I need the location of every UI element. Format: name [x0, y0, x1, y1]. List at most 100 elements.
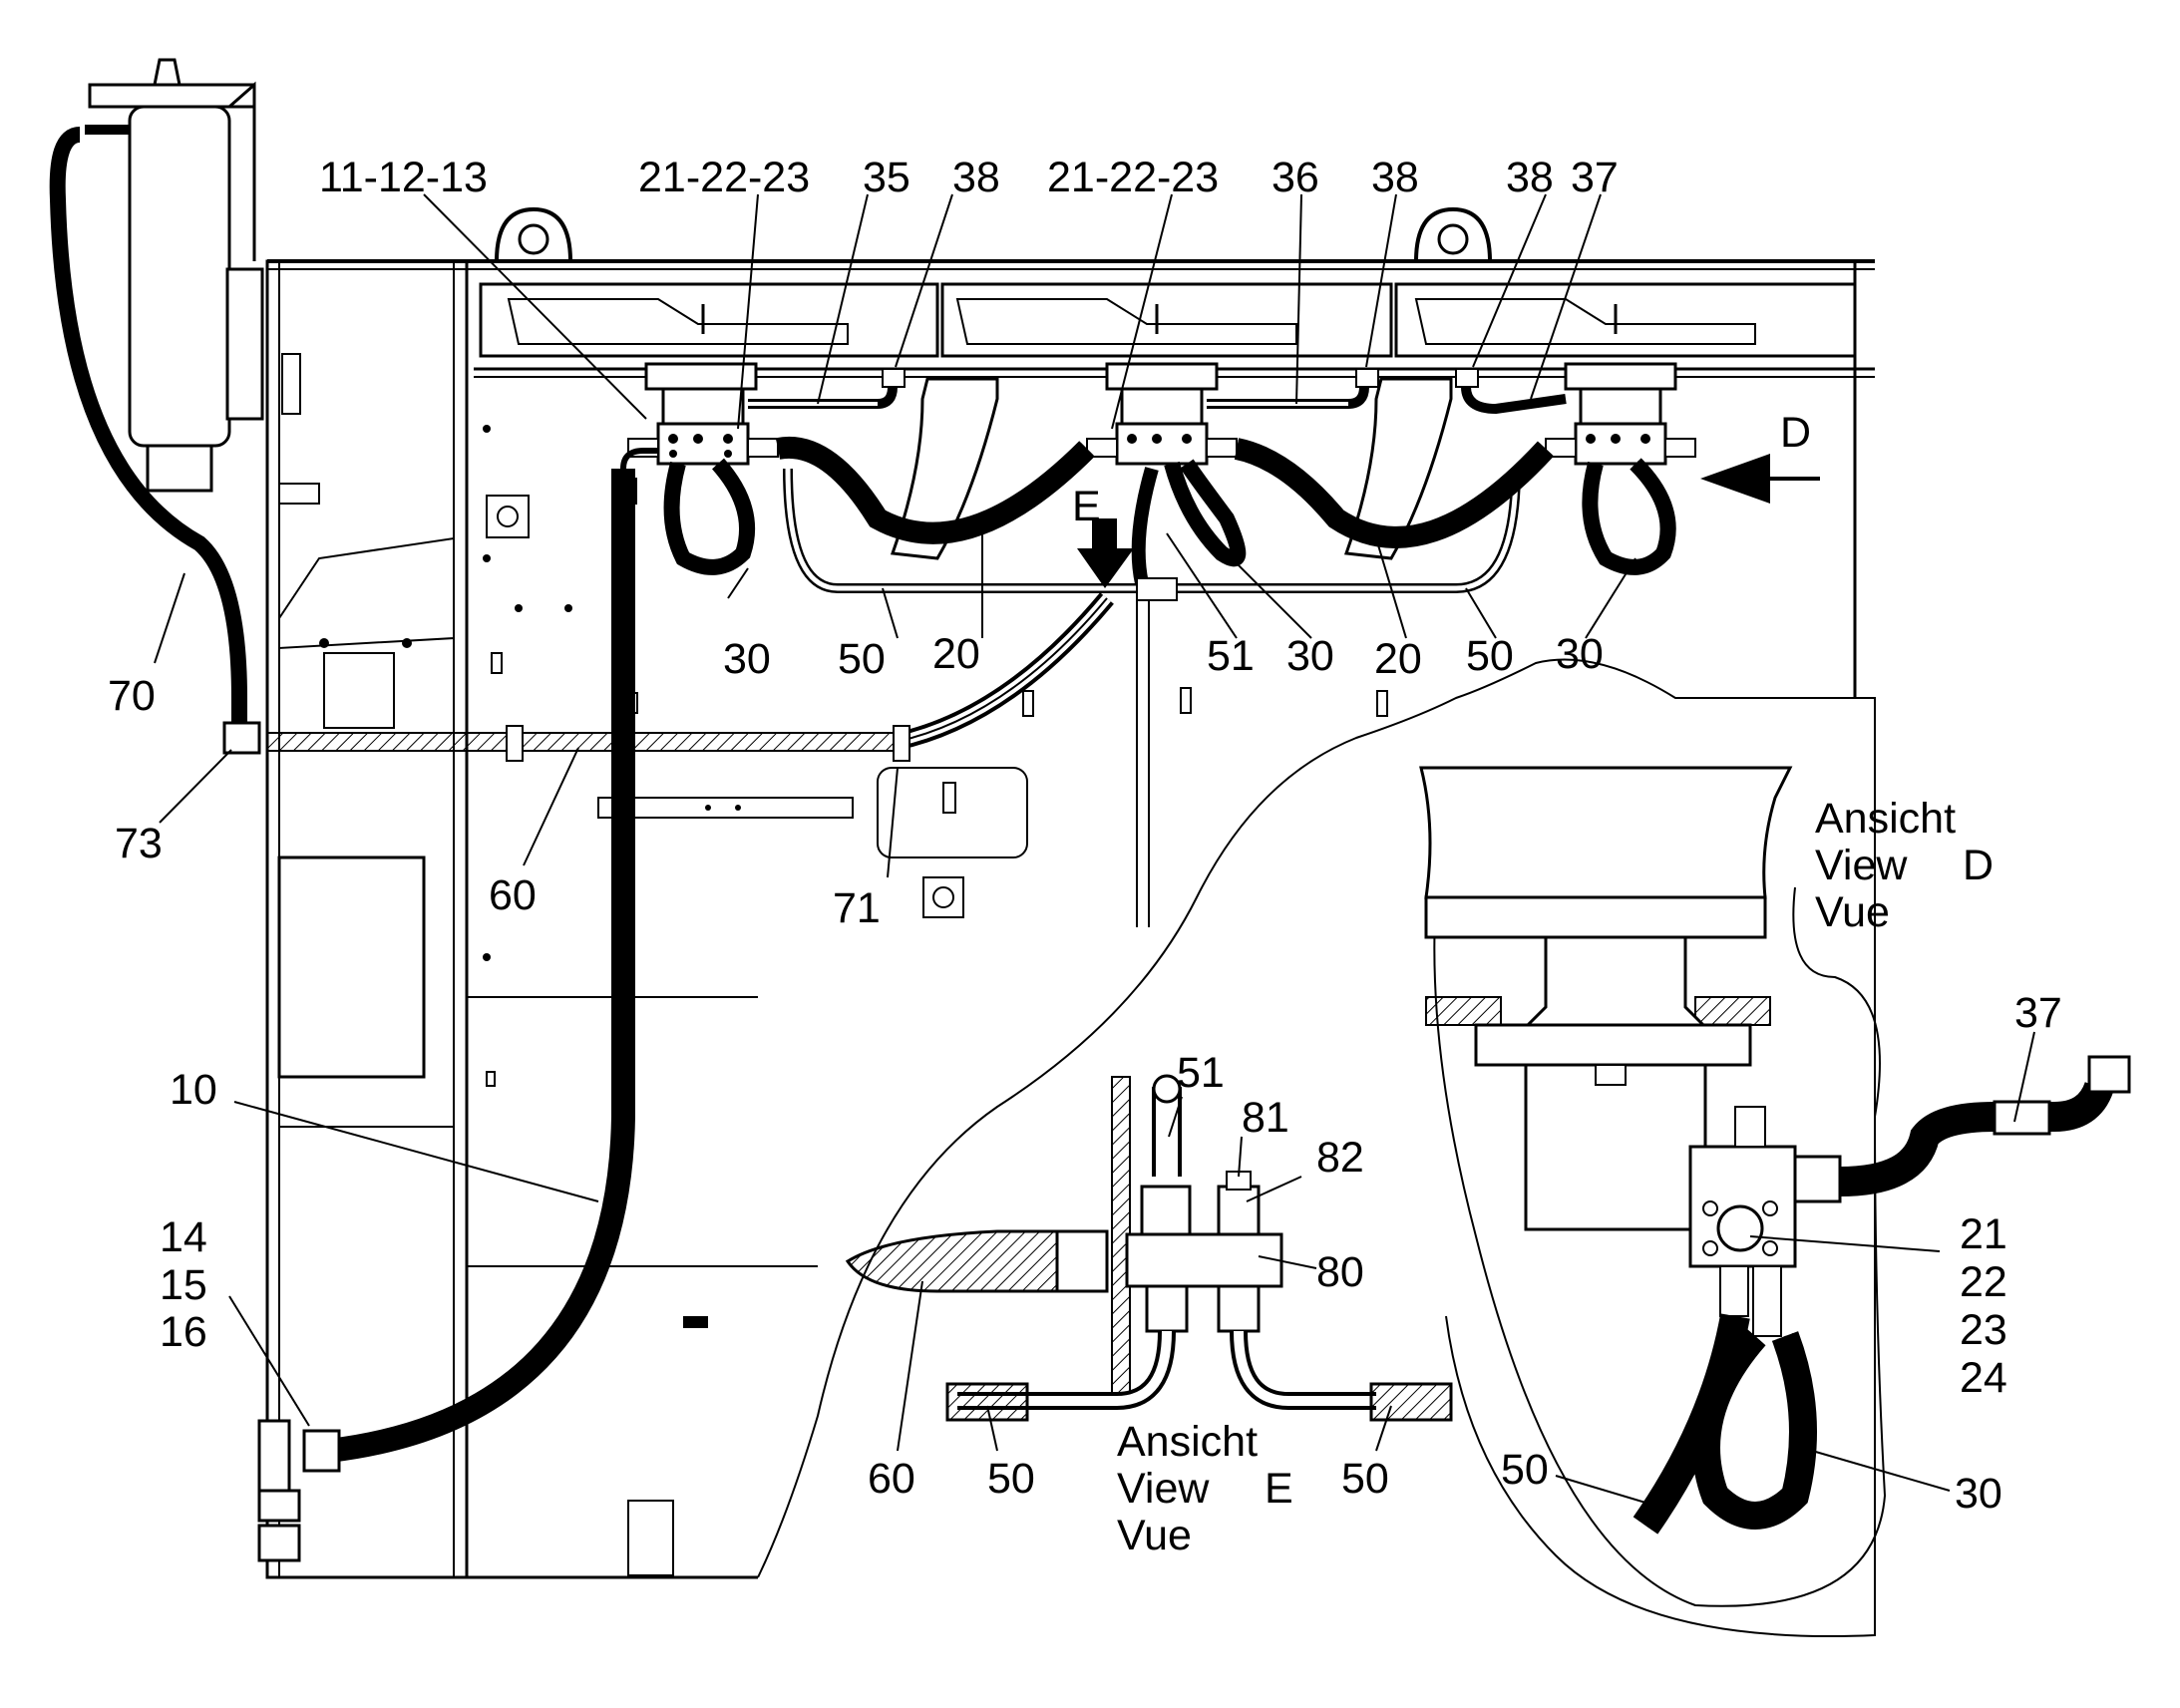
fitting-e-bottom-right — [1217, 1284, 1261, 1333]
fan-blade — [507, 298, 849, 345]
label-70: 70 — [108, 672, 156, 720]
hose-35 — [748, 386, 898, 409]
motor-base-d — [1474, 1023, 1752, 1067]
lifting-eye-hole — [1437, 223, 1469, 255]
label-21-22-23-b: 21-22-23 — [1047, 154, 1219, 201]
tank-cap — [153, 58, 182, 87]
leader-lines — [154, 193, 2035, 1507]
bottom-fitting-d — [1752, 1265, 1782, 1337]
label-11-12-13: 11-12-13 — [319, 154, 488, 201]
tank-bracket — [228, 81, 256, 261]
motor-flange — [644, 362, 758, 391]
label-50-e2: 50 — [1341, 1455, 1389, 1503]
view-e-detail — [845, 1074, 1453, 1422]
hose-50-e-right-body — [1369, 1382, 1453, 1422]
fan-shroud — [940, 282, 1393, 358]
left-frame-rail — [265, 259, 469, 1579]
hose-36 — [1207, 386, 1369, 409]
label-35: 35 — [863, 154, 910, 201]
lifting-eye — [1414, 206, 1492, 262]
label-81: 81 — [1242, 1094, 1289, 1142]
label-d-arrow: D — [1780, 409, 1811, 457]
duct-elbow — [1343, 377, 1453, 560]
hose-clamp — [506, 725, 524, 762]
label-10: 10 — [170, 1066, 217, 1114]
label-51-e: 51 — [1177, 1049, 1225, 1097]
motor-valve-block — [1574, 422, 1667, 466]
tank-bottom — [146, 444, 213, 493]
label-73: 73 — [115, 820, 163, 867]
fan-shroud — [1394, 282, 1857, 358]
label-23-d: 23 — [1960, 1306, 2007, 1354]
label-50-e1: 50 — [987, 1455, 1035, 1503]
view-e-line1: Ansicht — [1117, 1418, 1258, 1466]
tank-mount — [88, 83, 256, 109]
label-80: 80 — [1316, 1248, 1364, 1296]
frame-bracket — [597, 797, 854, 819]
valve-80-small — [1136, 577, 1178, 601]
motor-body — [1579, 387, 1662, 431]
label-e-arrow: E — [1072, 483, 1101, 530]
label-50-a: 50 — [838, 635, 886, 683]
fitting-e-bottom-left — [1145, 1284, 1189, 1333]
label-30-b: 30 — [1286, 632, 1334, 680]
frame-slot — [922, 876, 964, 918]
mount-plate-d — [1424, 895, 1767, 939]
label-60-top: 60 — [489, 871, 537, 919]
view-d-line1: Ansicht — [1815, 795, 1956, 843]
bottom-fitting — [302, 1429, 341, 1473]
frame-slot-hole — [932, 886, 954, 908]
cutaway-boundary — [757, 658, 1876, 1637]
label-24-d: 24 — [1960, 1354, 2007, 1402]
fan-shroud — [479, 282, 939, 358]
hose-30 — [1164, 459, 1247, 567]
detail-d-outline — [1433, 768, 1887, 1607]
frame-holes — [319, 425, 741, 961]
fan-housing — [479, 206, 1857, 358]
motor-flange — [1564, 362, 1677, 391]
label-38-c: 38 — [1506, 154, 1554, 201]
label-16: 16 — [160, 1308, 207, 1356]
label-51-top: 51 — [1207, 632, 1255, 680]
motor-valve-block — [656, 422, 750, 466]
view-e-letter: E — [1265, 1465, 1293, 1513]
view-d-letter: D — [1963, 842, 1994, 889]
bottom-fitting — [257, 1489, 301, 1523]
side-fitting-d — [1793, 1155, 1842, 1203]
fan-blade — [955, 298, 1297, 345]
tank-outlet-fitting — [222, 721, 261, 755]
fan-blade — [1414, 298, 1756, 345]
tank-body — [128, 105, 231, 448]
frame-slot-hole — [497, 506, 519, 527]
motor-hub-d — [1522, 935, 1709, 1029]
mount-hatch-r — [1694, 996, 1771, 1026]
valve-port-d — [1716, 1204, 1764, 1252]
lifting-eye-hole — [518, 223, 549, 255]
label-36: 36 — [1272, 154, 1319, 201]
label-30-c: 30 — [1556, 630, 1604, 678]
label-20-a: 20 — [932, 630, 980, 678]
label-82: 82 — [1316, 1134, 1364, 1182]
hose-10-top — [620, 448, 658, 470]
hose-crimp-d — [1993, 1100, 2051, 1136]
label-15: 15 — [160, 1261, 207, 1309]
frame-panel — [279, 1126, 455, 1577]
view-e-title: Ansicht View E Vue — [1117, 1418, 1293, 1559]
view-d-line2: View — [1815, 842, 1908, 889]
fitting-81-e — [1217, 1185, 1261, 1236]
oil-tank — [85, 58, 301, 493]
view-e-line2: View — [1117, 1465, 1210, 1513]
label-38-a: 38 — [952, 154, 1000, 201]
frame-slot — [683, 1316, 708, 1328]
label-60-e: 60 — [868, 1455, 915, 1503]
view-d-line3: Vue — [1815, 888, 1890, 936]
part-labels: 11-12-13 21-22-23 35 38 21-22-23 36 38 3… — [108, 154, 2062, 1518]
motor-valve-block — [1115, 422, 1209, 466]
bottom-fitting-d — [1719, 1265, 1749, 1317]
bottom-fitting — [257, 1419, 291, 1493]
hose-50-e-left-body — [945, 1382, 1029, 1422]
mount-hatch-l — [1425, 996, 1502, 1026]
label-21-d: 21 — [1960, 1210, 2007, 1258]
label-50-d: 50 — [1501, 1446, 1549, 1494]
label-37-d: 37 — [2014, 989, 2062, 1037]
